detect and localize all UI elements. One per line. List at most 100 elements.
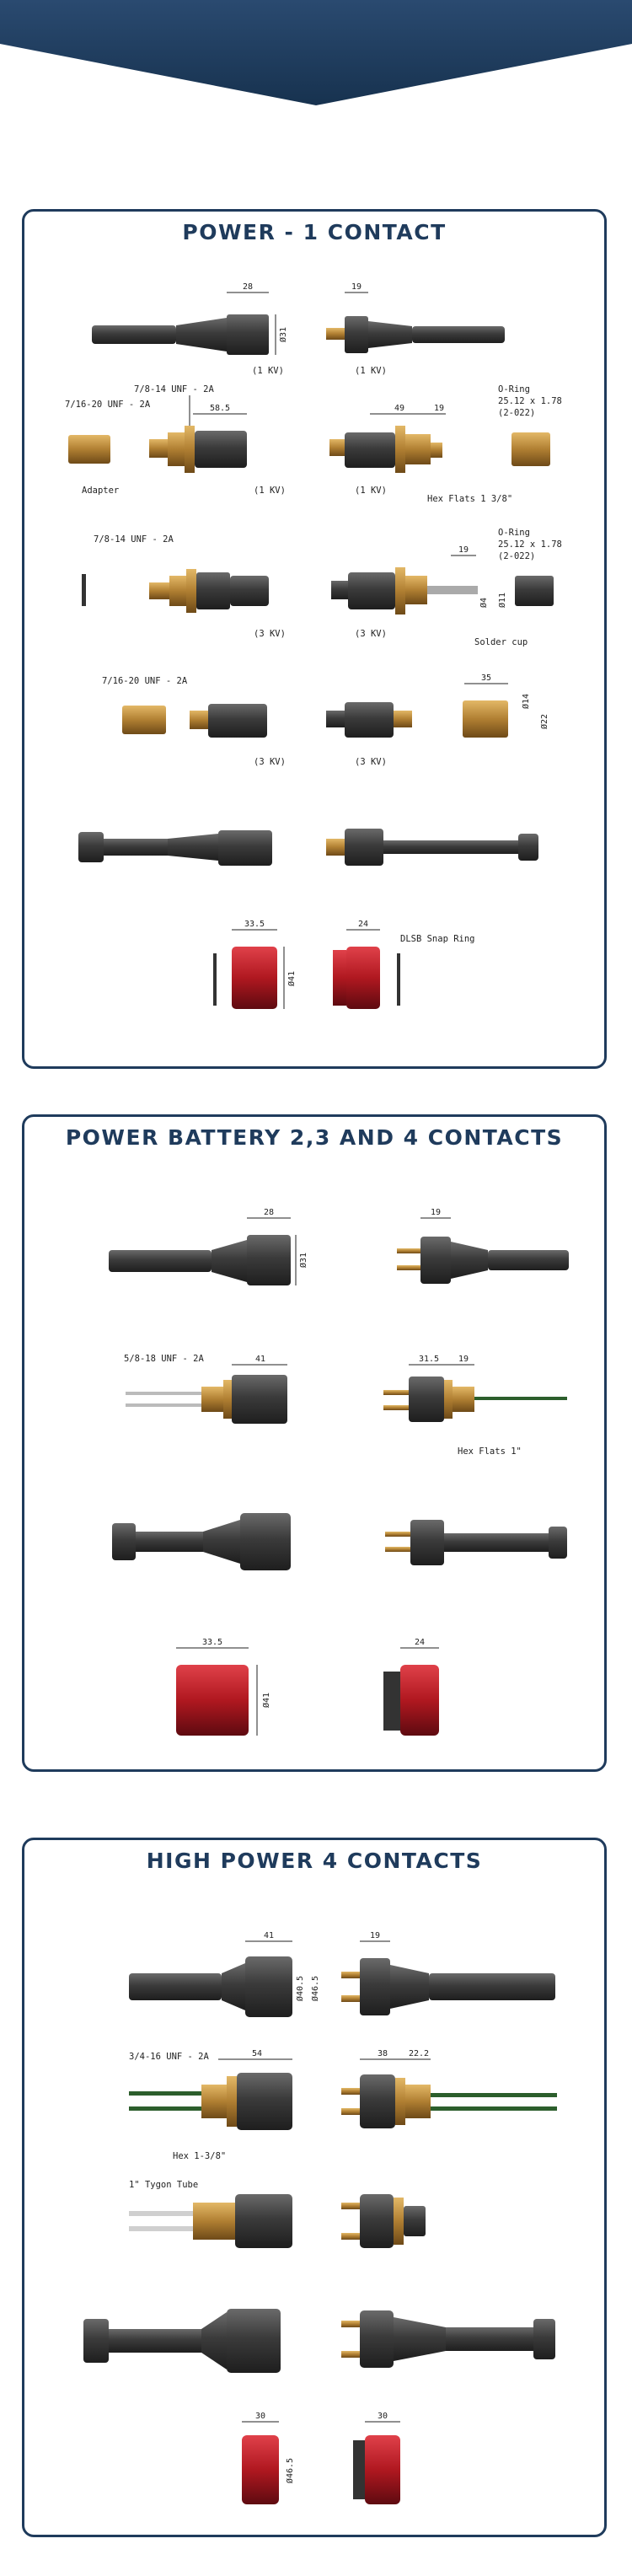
section-title: POWER BATTERY 2,3 AND 4 CONTACTS [65,1125,564,1150]
top-banner [0,0,632,105]
locking-sleeve-red [232,947,277,1009]
dim-38: 38 [378,2049,388,2058]
section-title: HIGH POWER 4 CONTACTS [146,1849,483,1873]
dim-46-5: Ø46.5 [285,2458,295,2483]
hex-flats-label: Hex Flats 1 3/8" [427,494,512,504]
dim-31: Ø31 [278,327,288,342]
dim-58-5: 58.5 [210,404,230,413]
locking-sleeve-red [346,947,380,1009]
high-power-cable-female [341,1958,555,2015]
oring-label: (2-022) [498,551,535,561]
high-power-cable-male [129,1956,292,2017]
dim-28: 28 [243,282,253,292]
dim-19: 19 [351,282,362,292]
dim-11: Ø11 [497,593,507,608]
dim-41: 41 [264,1931,274,1940]
thread-label: 3/4-16 UNF - 2A [129,2052,210,2062]
dim-31: Ø31 [298,1253,308,1268]
oring-label: 25.12 x 1.78 [498,396,562,406]
bulkhead-connector-3kv-male [82,569,269,613]
high-power-tube-female [341,2194,426,2248]
thread-label: 7/16-20 UNF - 2A [102,676,188,686]
dim-54: 54 [252,2049,262,2058]
dim-28: 28 [264,1208,274,1217]
solder-cup-label: Solder cup [474,637,528,647]
tygon-label: 1" Tygon Tube [129,2180,198,2190]
adapter-label: Adapter [82,486,119,496]
label-kv: (1 KV) [252,366,284,376]
high-power-tube-male [129,2194,292,2248]
snap-ring [213,953,217,1006]
battery-bulkhead-male [126,1375,287,1424]
label-kv: (3 KV) [355,757,387,767]
label-kv: (3 KV) [355,629,387,639]
dim-31-5: 31.5 [419,1355,439,1364]
oring-label: (2-022) [498,408,535,418]
dim-19: 19 [458,1355,469,1364]
locking-sleeve-red [365,2435,400,2504]
snap-ring [397,953,400,1006]
high-power-assembly-male [83,2309,281,2373]
dim-40-5: Ø40.5 [295,1976,305,2001]
thread-label: 5/8-18 UNF - 2A [124,1354,205,1364]
label-kv: (1 KV) [254,486,286,496]
high-power-bulkhead-female [341,2074,557,2128]
locking-sleeve-red [176,1665,249,1736]
dim-19: 19 [431,1208,441,1217]
dim-14: Ø14 [521,694,531,709]
dim-19: 19 [434,404,444,413]
label-kv: (1 KV) [355,366,387,376]
dim-24: 24 [415,1638,425,1647]
dim-24: 24 [358,920,368,929]
locking-sleeve-thread [383,1672,400,1731]
battery-cable-male [109,1235,291,1285]
battery-cable-female [397,1237,569,1284]
dim-35: 35 [481,674,491,683]
cable-connector-female [326,316,505,353]
section-1-drawings: 28 Ø31 (1 KV) 19 (1 KV) 7/8-14 UNF - 2A … [65,282,562,1009]
dim-41: Ø41 [287,971,297,986]
cable-assembly-male [78,830,272,866]
dim-30: 30 [255,2412,265,2421]
battery-bulkhead-female [383,1377,567,1422]
thread-label: 7/8-14 UNF - 2A [94,534,174,545]
locking-sleeve-thread [353,2440,365,2499]
high-power-bulkhead-male [129,2073,292,2130]
snap-ring-label: DLSB Snap Ring [400,934,475,944]
dim-30: 30 [378,2412,388,2421]
locking-sleeve-thread [333,950,346,1006]
dim-19: 19 [458,545,469,555]
hex-label: Hex 1-3/8" [173,2151,226,2161]
high-power-assembly-female [341,2310,555,2368]
dim-22: Ø22 [539,714,549,729]
dim-41: 41 [255,1355,265,1364]
battery-assembly-female [385,1520,567,1565]
dim-41: Ø41 [261,1693,271,1708]
bulkhead-connector-3kv-female [331,567,554,614]
locking-sleeve-red [242,2435,279,2504]
dim-22-2: 22.2 [409,2049,429,2058]
female-3kv-assembly [326,700,508,738]
dim-33-5: 33.5 [244,920,265,929]
section-title: POWER - 1 CONTACT [182,220,447,244]
bulkhead-connector-female [329,426,550,473]
label-kv: (3 KV) [254,757,286,767]
battery-assembly-male [112,1513,291,1570]
dim-49: 49 [394,404,404,413]
section-3-drawings: 41 Ø40.5 Ø46.5 19 3/4-16 UNF - 2A 54 Hex… [83,1931,557,2504]
dim-19: 19 [370,1931,380,1940]
thread-label: 7/16-20 UNF - 2A [65,400,151,410]
section-power-battery: POWER BATTERY 2,3 AND 4 CONTACTS 28 Ø31 … [22,1114,607,1772]
locking-sleeve-red [400,1665,439,1736]
dim-4: Ø4 [479,598,489,608]
hex-flats-label: Hex Flats 1" [458,1446,522,1457]
oring-label: O-Ring [498,528,530,538]
adapter-3kv-assembly [122,704,267,738]
dim-33-5: 33.5 [202,1638,222,1647]
thread-label: 7/8-14 UNF - 2A [134,384,215,394]
bulkhead-connector-male [68,426,247,473]
dim-46-5: Ø46.5 [310,1976,320,2001]
section-power-1-contact: POWER - 1 CONTACT 28 Ø31 (1 KV) [22,209,607,1069]
section-high-power: HIGH POWER 4 CONTACTS 41 Ø40.5 Ø46.5 19 … [22,1838,607,2537]
oring-label: 25.12 x 1.78 [498,539,562,550]
